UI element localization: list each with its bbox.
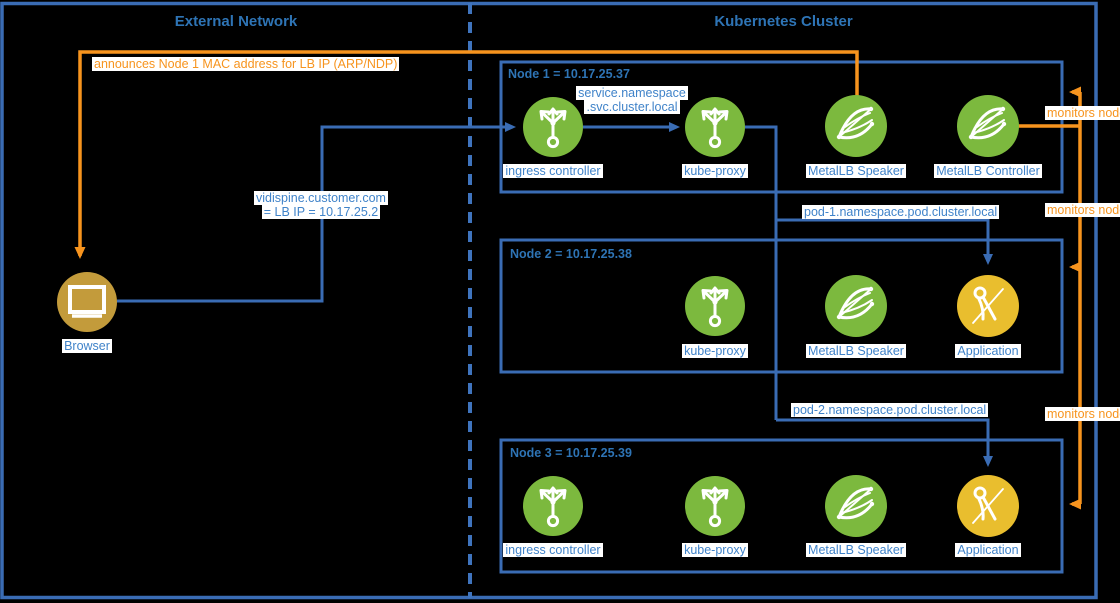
node3-application-label: Application bbox=[955, 543, 1021, 557]
vidispine-label: vidispine.customer.com = LB IP = 10.17.2… bbox=[254, 191, 388, 219]
browser-label: Browser bbox=[62, 339, 112, 353]
node1-kube-proxy-label: kube-proxy bbox=[682, 164, 748, 178]
node3-kube-proxy-label: kube-proxy bbox=[682, 543, 748, 557]
node3-ingress-controller-label: ingress controller bbox=[503, 543, 603, 557]
pod1-arrow bbox=[776, 218, 993, 265]
node-2-box bbox=[499, 238, 1064, 374]
pod2-dns-label: pod-2.namespace.pod.cluster.local bbox=[791, 403, 989, 417]
node1-kube-proxy-icon bbox=[685, 97, 745, 157]
node1-metallb-controller-label: MetalLB Controller bbox=[934, 164, 1042, 178]
node-1-title: Node 1 = 10.17.25.37 bbox=[508, 67, 630, 81]
node1-ingress-controller-label: ingress controller bbox=[503, 164, 603, 178]
node2-metallb-speaker-icon bbox=[825, 275, 887, 337]
node1-ingress-controller-icon bbox=[523, 97, 583, 157]
node-3-title: Node 3 = 10.17.25.39 bbox=[510, 446, 632, 460]
pod2-arrow bbox=[776, 418, 993, 467]
node1-metallb-controller-icon bbox=[957, 95, 1019, 157]
node2-kube-proxy-icon bbox=[685, 276, 745, 336]
kubeproxy-to-pods-connector bbox=[745, 125, 778, 420]
browser-icon bbox=[57, 272, 117, 332]
node3-ingress-controller-icon bbox=[523, 476, 583, 536]
speaker-announce-to-browser-arrow bbox=[74, 50, 859, 259]
monitors-node2-label: monitors node bbox=[1045, 201, 1120, 219]
node1-metallb-speaker-label: MetalLB Speaker bbox=[806, 164, 906, 178]
node3-metallb-speaker-label: MetalLB Speaker bbox=[806, 543, 906, 557]
node-2-title: Node 2 = 10.17.25.38 bbox=[510, 247, 632, 261]
node3-application-icon bbox=[957, 475, 1019, 537]
external-network-title: External Network bbox=[174, 13, 298, 30]
node3-kube-proxy-icon bbox=[685, 476, 745, 536]
kubernetes-cluster-title: Kubernetes Cluster bbox=[714, 13, 853, 30]
monitors-node1-label: monitors node bbox=[1045, 104, 1120, 122]
node3-metallb-speaker-icon bbox=[825, 475, 887, 537]
pod1-dns-label: pod-1.namespace.pod.cluster.local bbox=[802, 205, 1000, 219]
node1-metallb-speaker-icon bbox=[825, 95, 887, 157]
node2-metallb-speaker-label: MetalLB Speaker bbox=[806, 344, 906, 358]
announce-label: announces Node 1 MAC address for LB IP (… bbox=[92, 57, 400, 71]
node-3-box bbox=[499, 438, 1064, 574]
node2-application-label: Application bbox=[955, 344, 1021, 358]
outer-border bbox=[0, 1, 1098, 600]
node2-kube-proxy-label: kube-proxy bbox=[682, 344, 748, 358]
service-dns-label: service.namespace .svc.cluster.local bbox=[576, 86, 688, 114]
node2-application-icon bbox=[957, 275, 1019, 337]
monitors-node3-label: monitors node bbox=[1045, 405, 1120, 423]
